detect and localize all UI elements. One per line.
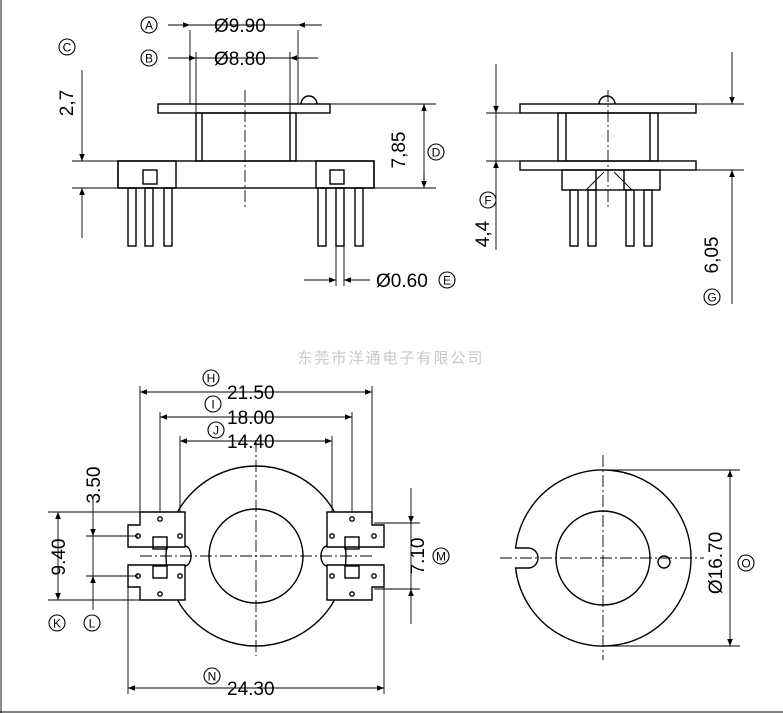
pad-top-right xyxy=(326,511,385,548)
dimension-C-letter: C xyxy=(63,41,72,55)
pad-bottom-right xyxy=(326,564,385,601)
dimension-M-letter: M xyxy=(436,550,446,564)
front-right-slot xyxy=(329,169,345,185)
dimension-L-value: 3.50 xyxy=(84,467,105,504)
dimension-C-value: 2,7 xyxy=(57,90,78,116)
dimension-J-value: 14.40 xyxy=(227,432,275,453)
dimension-N-letter: N xyxy=(208,670,217,684)
pad-top-left xyxy=(127,511,186,548)
dimension-H: H 21.50 xyxy=(139,369,373,512)
pad-slots xyxy=(152,536,360,579)
front-left-slot xyxy=(142,169,158,185)
side-pin xyxy=(643,189,653,247)
side-pin xyxy=(587,189,597,247)
dimension-A-letter: A xyxy=(145,19,153,33)
side-pin xyxy=(625,189,635,247)
front-right-block xyxy=(315,160,375,189)
dimension-K-letter: K xyxy=(53,617,61,631)
dimension-N-value: 24.30 xyxy=(227,679,275,700)
dimension-M-value: 7.10 xyxy=(408,538,429,575)
dimension-D-value: 7,85 xyxy=(389,132,410,169)
dimension-K: 9.40 K xyxy=(48,511,140,632)
dimension-F-letter: F xyxy=(484,194,491,208)
dimension-H-letter: H xyxy=(207,372,216,386)
front-pin xyxy=(163,187,173,247)
watermark-text: 东莞市洋通电子有限公司 xyxy=(297,349,484,367)
front-pin xyxy=(354,187,364,247)
dimension-B: B Ø8.80 xyxy=(140,49,318,113)
top-view xyxy=(500,455,704,660)
dimension-E-letter: E xyxy=(443,274,451,288)
side-pin xyxy=(569,189,579,247)
front-pin xyxy=(144,187,154,247)
dimension-O-letter: O xyxy=(741,557,750,571)
side-view xyxy=(519,90,697,247)
dimension-N: N 24.30 xyxy=(127,587,385,700)
dimension-G: 6,05 G xyxy=(696,52,744,306)
front-top-flange xyxy=(157,103,331,114)
dimension-I: I 18.00 xyxy=(159,395,353,512)
front-pin xyxy=(317,187,327,247)
top-locating-hole xyxy=(657,555,671,569)
dimension-M: 7.10 M xyxy=(374,488,450,624)
front-pin xyxy=(335,187,345,247)
dimension-F: F 4,4 xyxy=(473,64,520,250)
dimension-J: J 14.40 xyxy=(179,421,333,512)
dimension-D-letter: D xyxy=(432,146,441,160)
front-bump xyxy=(300,95,318,105)
front-tube xyxy=(195,112,297,162)
pad-pin-holes xyxy=(135,516,377,597)
side-bump xyxy=(598,95,616,105)
dimension-I-value: 18.00 xyxy=(227,408,275,429)
dimension-I-letter: I xyxy=(211,398,214,412)
dimension-E: Ø0.60 E xyxy=(304,246,456,292)
dimension-G-letter: G xyxy=(707,291,716,305)
side-block-hatch xyxy=(585,171,605,191)
dimension-D: 7,85 D xyxy=(330,103,445,189)
pad-bottom-left xyxy=(127,564,186,601)
dimension-C: C 2,7 xyxy=(57,38,118,238)
top-disc-outline xyxy=(514,469,692,647)
dimension-B-letter: B xyxy=(145,52,153,66)
dimension-K-value: 9.40 xyxy=(49,539,70,576)
front-pin xyxy=(127,187,137,247)
dimension-E-value: Ø0.60 xyxy=(376,271,428,292)
dimension-L-letter: L xyxy=(89,617,96,631)
dimension-G-value: 6,05 xyxy=(702,237,723,274)
dimension-L: 3.50 L xyxy=(83,467,138,632)
dimension-B-value: Ø8.80 xyxy=(214,49,266,70)
dimension-A: A Ø9.90 xyxy=(140,16,322,104)
bottom-view xyxy=(127,440,385,656)
side-block-hatch xyxy=(613,171,633,191)
dimension-F-value: 4,4 xyxy=(473,220,494,247)
side-terminal-block xyxy=(561,169,661,191)
dimension-J-letter: J xyxy=(213,424,219,438)
front-view xyxy=(117,90,375,247)
dimension-O-value: Ø16.70 xyxy=(706,532,727,594)
dimension-H-value: 21.50 xyxy=(227,383,275,404)
dimension-A-value: Ø9.90 xyxy=(214,16,266,37)
dimension-O: Ø16.70 O xyxy=(603,469,755,647)
